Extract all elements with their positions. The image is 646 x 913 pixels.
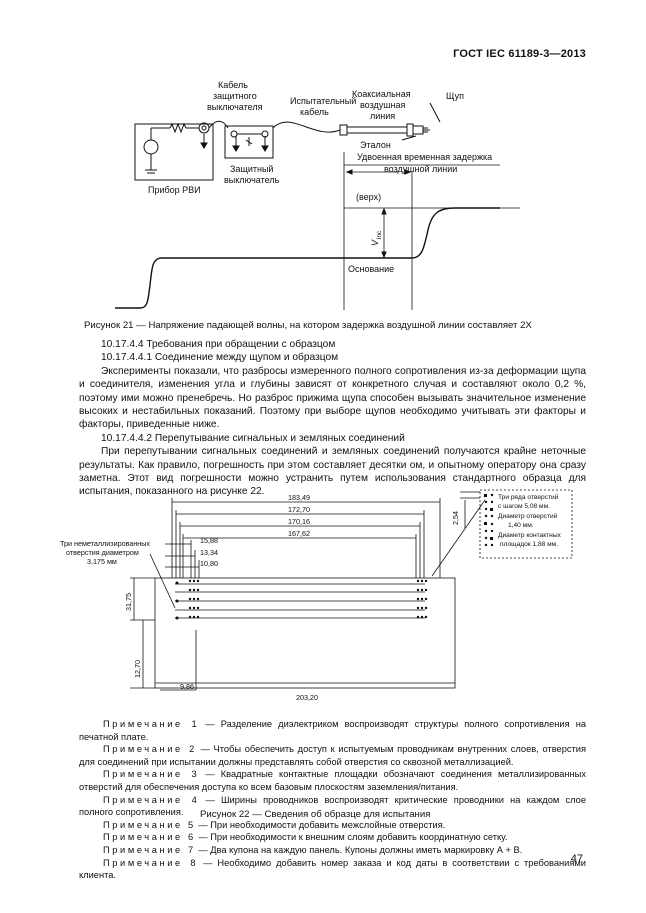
dim-10-80: 10,80 <box>200 559 218 568</box>
label-breaker-2: выключатель <box>224 175 280 185</box>
heading-10-17-4-4-2: 10.17.4.4.2 Перепутывание сигнальных и з… <box>101 432 405 444</box>
dim-170-16: 170,16 <box>288 517 310 526</box>
label-coax-1: Коаксиальная <box>352 89 411 99</box>
label-top: (верх) <box>356 192 381 202</box>
dim-172-70: 172,70 <box>288 505 310 514</box>
left-note-1: Три неметаллизированных <box>60 539 150 548</box>
source-circle <box>143 139 159 155</box>
dim-31-75: 31,75 <box>124 593 133 611</box>
label-instrument: Прибор РВИ <box>148 185 201 195</box>
dim-12-70: 12,70 <box>133 660 142 678</box>
breaker-box <box>224 125 274 159</box>
document-header: ГОСТ IEC 61189-3—2013 <box>453 48 586 60</box>
note-2: Примечание 2 — Чтобы обеспечить доступ к… <box>79 744 587 767</box>
dim-2-54: 2,54 <box>451 511 460 525</box>
label-breaker-cable-2: защитного <box>213 91 257 101</box>
figure-22-notes: Примечание 1 — Разделение диэлектриком в… <box>79 718 586 882</box>
dim-183-49: 183,49 <box>288 493 310 502</box>
paragraph-2: При перепутывании сигнальных соединений … <box>79 446 586 498</box>
label-coax-2: воздушная <box>360 100 405 110</box>
label-vinc-sub: inc <box>376 230 383 239</box>
heading-10-17-4-4-1: 10.17.4.4.1 Соединение между щупом и обр… <box>101 352 339 364</box>
note-7: Примечание 7 — Два купона на каждую пане… <box>103 844 523 855</box>
label-test-cable-1: Испытательный <box>290 96 356 106</box>
label-etalon: Эталон <box>360 140 391 150</box>
dim-15-88: 15,88 <box>200 536 218 545</box>
right-note-2: с шагом 5,08 мм. <box>498 503 550 510</box>
right-note-1: Три ряда отверстий <box>498 493 559 501</box>
figure-22-diagram: 183,49 172,70 170,16 167,62 15,88 13,34 … <box>60 489 573 702</box>
note-8: Примечание 8 — Необходимо добавить номер… <box>79 857 586 881</box>
figure-21-diagram: Кабель защитного выключателя Испытательн… <box>115 80 520 310</box>
figure-21-caption: Рисунок 21 — Напряжение падающей волны, … <box>84 320 532 331</box>
coupon-board <box>154 577 456 689</box>
page-number: 47 <box>570 853 583 865</box>
label-delay-2: воздушной линии <box>384 164 457 174</box>
left-note-2: отверстия диаметром <box>66 548 139 557</box>
label-breaker-cable-3: выключателя <box>207 102 263 112</box>
dim-167-62: 167,62 <box>288 529 310 538</box>
note-4: Примечание 4 — Ширины проводников воспро… <box>79 794 586 818</box>
right-note-3: Диаметр отверстий <box>498 512 558 520</box>
label-breaker-cable-1: Кабель <box>218 80 248 90</box>
note-3: Примечание 3 — Квадратные контактные пло… <box>79 769 586 792</box>
right-note-4: 1,40 мм. <box>508 522 534 529</box>
figure-22-caption: Рисунок 22 — Сведения об образце для исп… <box>200 809 431 820</box>
air-line <box>346 126 408 134</box>
label-vinc: V <box>370 239 380 246</box>
dim-9-86: 9,86 <box>180 682 194 691</box>
note-1: Примечание 1 — Разделение диэлектриком в… <box>79 719 587 742</box>
right-note-6: площадок 1,88 мм. <box>500 541 558 548</box>
resistor-symbol <box>169 122 187 134</box>
body-text: 10.17.4.4 Требования при обращении с обр… <box>79 338 586 499</box>
waveform <box>115 207 500 309</box>
note-6: Примечание 6 — При необходимости к внешн… <box>103 832 508 843</box>
label-test-cable-2: кабель <box>300 107 329 117</box>
label-coax-3: линия <box>370 111 395 121</box>
right-note-5: Диаметр контактных <box>498 532 562 539</box>
left-note-3: 3,175 мм <box>87 557 117 566</box>
note-5: Примечание 5 — При необходимости добавит… <box>103 819 446 830</box>
label-base: Основание <box>348 264 394 274</box>
heading-10-17-4-4: 10.17.4.4 Требования при обращении с обр… <box>101 339 336 350</box>
dim-13-34: 13,34 <box>200 548 218 557</box>
instrument-box <box>134 123 214 181</box>
label-probe: Щуп <box>446 91 464 101</box>
dim-203-20: 203,20 <box>296 693 318 702</box>
label-delay-1: Удвоенная временная задержка <box>357 152 492 162</box>
label-breaker-1: Защитный <box>230 164 273 174</box>
paragraph-1: Эксперименты показали, что разбросы изме… <box>79 365 586 431</box>
